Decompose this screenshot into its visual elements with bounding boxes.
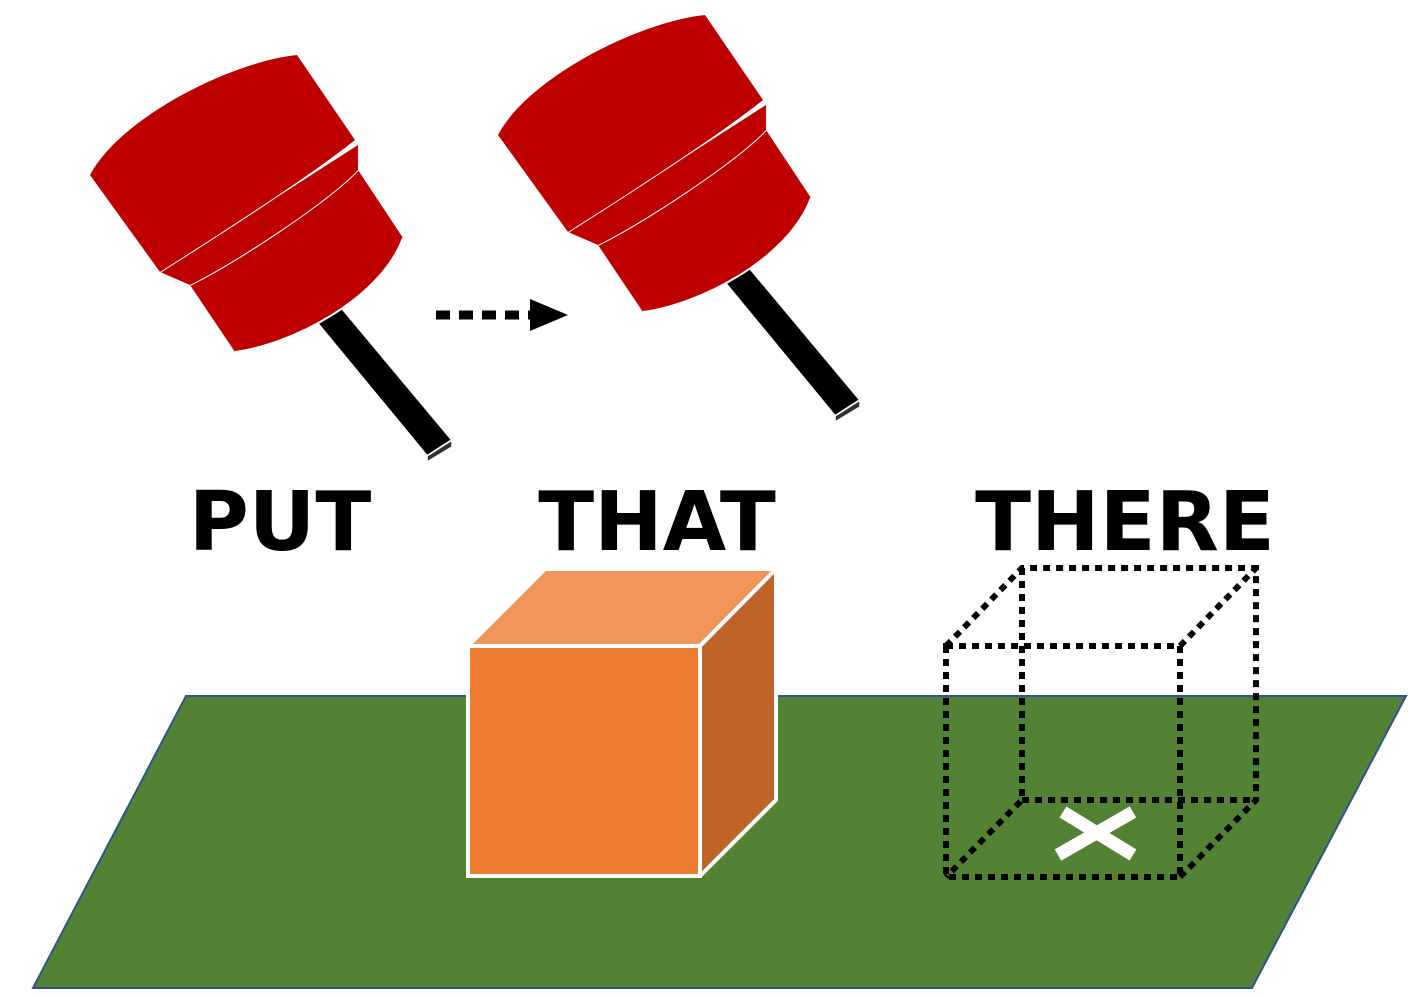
label-put: PUT — [189, 475, 372, 570]
pointer-device-that-icon — [497, 14, 861, 423]
label-that: THAT — [538, 475, 776, 570]
label-there: THERE — [975, 475, 1275, 570]
dotted-arrow-right-icon — [436, 299, 568, 331]
x-mark-icon — [1054, 806, 1137, 861]
orange-cube — [466, 567, 778, 878]
target-placeholder-cube — [943, 565, 1259, 880]
pointer-device-put-icon — [89, 54, 453, 463]
